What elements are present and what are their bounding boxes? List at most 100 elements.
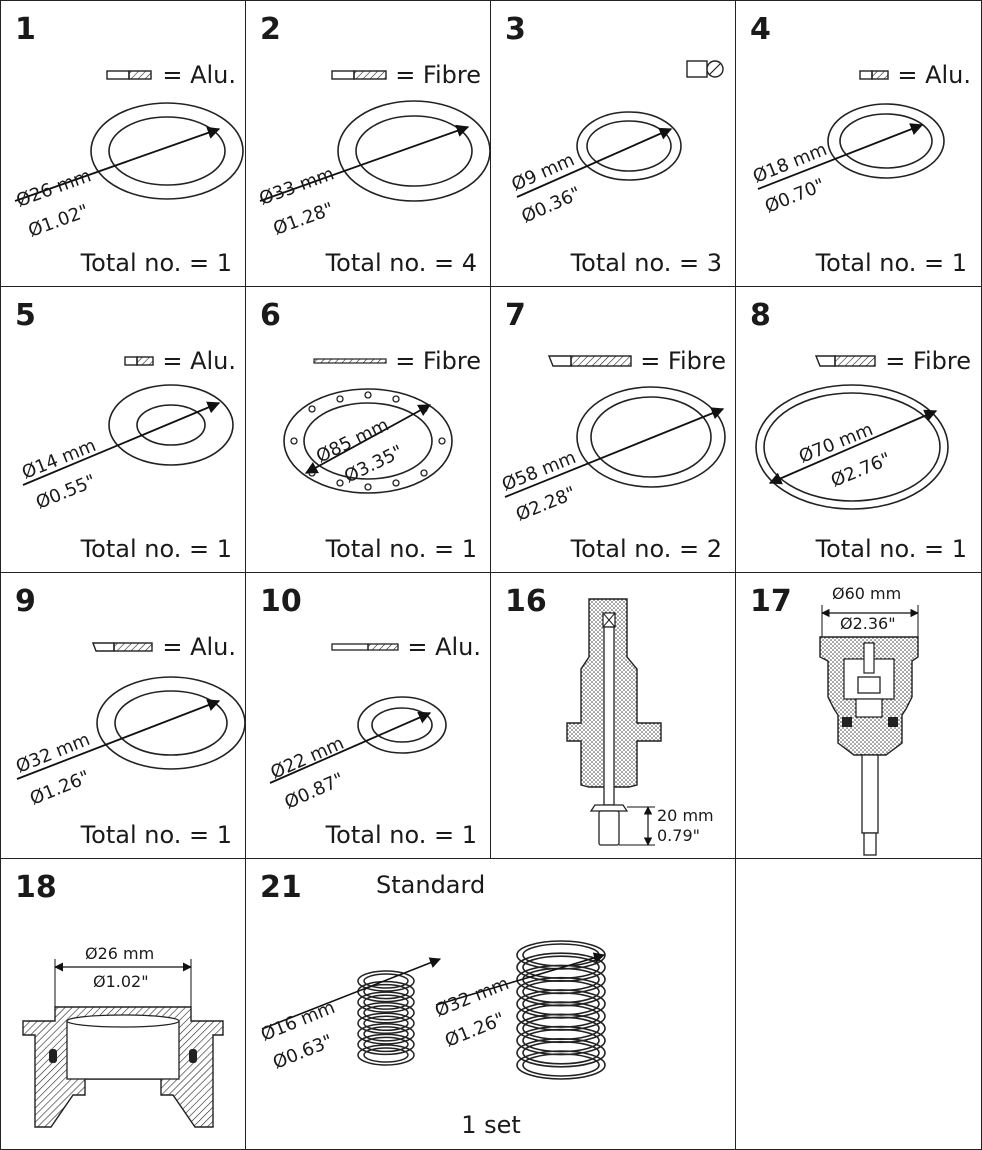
washer-drawing: Ø14 mm Ø0.55"	[19, 384, 234, 514]
part-number: 10	[260, 584, 302, 619]
total-count: Total no. = 1	[815, 535, 967, 563]
spring-coil-inner	[522, 1004, 600, 1028]
spring-coil-inner	[363, 1036, 409, 1053]
hatched-gasket-profile-icon	[106, 70, 153, 80]
total-count: Total no. = 1	[325, 535, 477, 563]
total-count: Total no. = 2	[570, 535, 722, 563]
material-label: = Alu.	[124, 347, 236, 375]
material-label: = Alu.	[92, 633, 236, 661]
empty-cell	[735, 858, 982, 1150]
section-heading: Standard	[376, 871, 486, 899]
spring-coil-inner	[522, 943, 600, 967]
large-spring	[516, 940, 606, 1080]
hatched-gasket-profile-icon	[331, 70, 387, 80]
valve-assembly-drawing: Ø60 mm Ø2.36"	[819, 584, 919, 856]
spring-coil-inner	[522, 979, 600, 1004]
part-number: 17	[750, 584, 792, 619]
washer-drawing: Ø33 mm Ø1.28"	[257, 100, 491, 240]
total-count: Total no. = 1	[80, 249, 232, 277]
total-count: Total no. = 1	[80, 821, 232, 849]
part-number: 6	[260, 298, 281, 333]
part-cell-1: 1 = Alu. Ø26 mm Ø1.02" Total no. = 1	[0, 0, 247, 288]
total-count: Total no. = 4	[325, 249, 477, 277]
spring-coil-inner	[522, 1040, 600, 1065]
spring-coil-inner	[522, 992, 600, 1016]
diameter-mm: Ø26 mm	[85, 944, 154, 963]
small-spring	[357, 970, 415, 1066]
coil-spring-icon: Ø16 mm Ø0.63" Ø32 mm Ø1.26"	[258, 940, 606, 1080]
spring-coil-inner	[363, 1004, 409, 1021]
diameter-in: Ø2.36"	[840, 614, 896, 633]
spring-coil	[357, 1033, 415, 1056]
material-label: = Fibre	[815, 347, 971, 375]
hatched-gasket-profile-icon	[331, 643, 399, 651]
spring-coil-inner	[522, 1016, 600, 1041]
spring-coil-inner	[522, 1053, 600, 1077]
washer-drawing: Ø22 mm Ø0.87"	[267, 696, 447, 814]
material-label: = Fibre	[331, 61, 481, 89]
part-number: 18	[15, 870, 57, 905]
material-label: = Alu.	[859, 61, 971, 89]
hatched-gasket-profile-icon	[548, 355, 632, 367]
hatched-gasket-profile-icon	[815, 355, 876, 367]
length-mm: 20 mm	[657, 806, 714, 825]
part-cell-9: 9 = Alu. Ø32 mm Ø1.26" Total no. = 1	[0, 572, 247, 860]
spring-coil-inner	[522, 1028, 600, 1053]
spring-coil-inner	[363, 1047, 409, 1063]
o-ring-drawing: Ø9 mm Ø0.36"	[508, 60, 724, 228]
spring-coil	[357, 1044, 415, 1066]
part-cell-10: 10 = Alu. Ø22 mm Ø0.87" Total no. = 1	[245, 572, 492, 860]
part-number: 2	[260, 12, 281, 47]
spring-coil	[357, 970, 415, 992]
part-number: 8	[750, 298, 771, 333]
gasket-drawing: Ø70 mm Ø2.76"	[755, 384, 949, 510]
spring-coil	[516, 1050, 606, 1080]
spring-coil-inner	[363, 994, 409, 1010]
length-in: 0.79"	[657, 826, 700, 845]
spring-coil	[516, 1037, 606, 1068]
valve-stem-drawing: 20 mm 0.79"	[566, 598, 714, 846]
spring-coil	[357, 991, 415, 1013]
part-cell-3: 3 Ø9 mm Ø0.36" Total no. = 3	[490, 0, 737, 288]
part-cell-5: 5 = Alu. Ø14 mm Ø0.55" Total no. = 1	[0, 286, 247, 574]
spring-coil-inner	[363, 983, 409, 1000]
round-wire-profile-icon	[686, 60, 724, 78]
part-number: 9	[15, 584, 36, 619]
diameter-in: Ø1.02"	[93, 972, 149, 991]
part-number: 7	[505, 298, 526, 333]
diameter-in: Ø1.26"	[27, 767, 93, 810]
hatched-gasket-profile-icon	[124, 356, 155, 366]
spring-coil-inner	[363, 1015, 409, 1032]
hatched-gasket-profile-icon	[859, 70, 890, 80]
gasket-drawing: Ø58 mm Ø2.28"	[499, 386, 726, 526]
part-number: 1	[15, 12, 36, 47]
set-label: 1 set	[461, 1111, 521, 1139]
material-label: = Alu.	[331, 633, 481, 661]
part-cell-8: 8 = Fibre Ø70 mm Ø2.76" Total no. = 1	[735, 286, 982, 574]
total-count: Total no. = 1	[80, 535, 232, 563]
part-cell-17: 17 Ø60 mm Ø2.36"	[735, 572, 982, 860]
valve-seat-drawing: Ø26 mm Ø1.02"	[22, 944, 224, 1128]
part-number: 21	[260, 870, 302, 905]
total-count: Total no. = 3	[570, 249, 722, 277]
spring-coil	[357, 1023, 415, 1045]
spring-coil-inner	[522, 967, 600, 992]
total-count: Total no. = 1	[815, 249, 967, 277]
diameter-in: Ø1.02"	[26, 201, 92, 242]
material-label: = Fibre	[548, 347, 726, 375]
part-cell-2: 2 = Fibre Ø33 mm Ø1.28" Total no. = 4	[245, 0, 492, 288]
part-cell-21: 21 Standard Ø16 mm Ø0.63" Ø32 mm Ø1.26" …	[245, 858, 737, 1150]
hatched-gasket-profile-icon	[313, 358, 387, 364]
washer-drawing: Ø26 mm Ø1.02"	[14, 102, 244, 242]
part-number: 3	[505, 12, 526, 47]
hatched-gasket-profile-icon	[92, 642, 154, 652]
washer-drawing: Ø18 mm Ø0.70"	[750, 103, 945, 218]
total-count: Total no. = 1	[325, 821, 477, 849]
spring-coil	[357, 1012, 415, 1035]
part-cell-18: 18 Ø26 mm Ø1.02"	[0, 858, 247, 1150]
part-number: 5	[15, 298, 36, 333]
material-label: = Fibre	[313, 347, 481, 375]
diameter-in: Ø1.28"	[271, 199, 337, 240]
spring-coil	[357, 1001, 415, 1024]
